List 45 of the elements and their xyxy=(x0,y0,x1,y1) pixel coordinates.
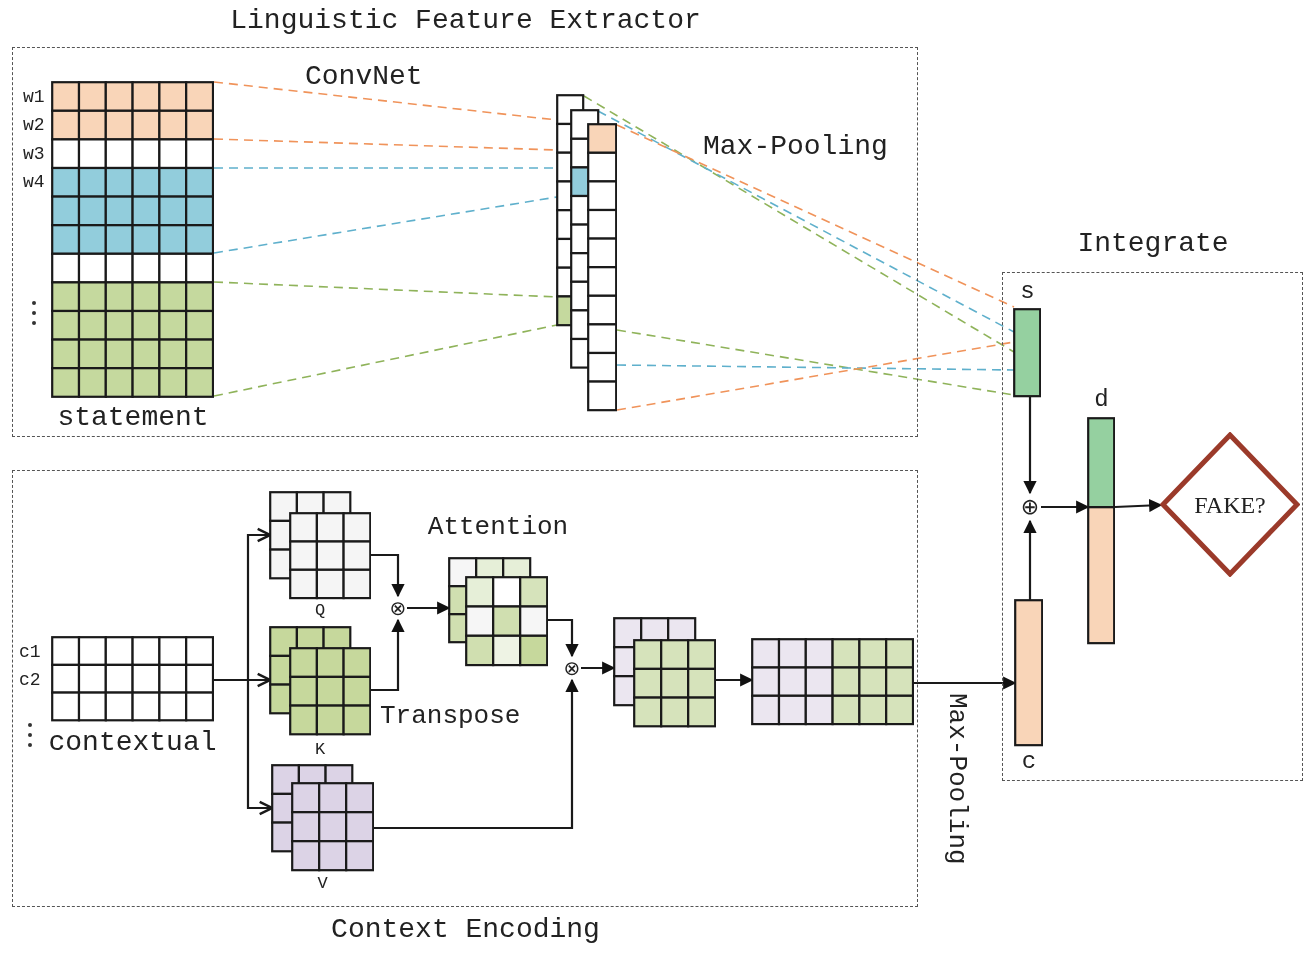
arrow xyxy=(1023,519,1037,600)
arrow xyxy=(407,601,451,615)
row-label: w1 xyxy=(23,88,45,106)
arrow xyxy=(1023,397,1037,495)
dashed-projection-line xyxy=(616,124,1015,308)
edge-label: Max-Pooling xyxy=(944,693,970,865)
operator-symbol: ⊗ xyxy=(389,596,407,620)
dashed-projection-line xyxy=(213,196,558,254)
row-label: w2 xyxy=(23,116,45,134)
arrow xyxy=(913,676,1017,690)
matrix-label: K xyxy=(314,741,326,758)
group-title: Integrate xyxy=(1077,230,1229,258)
matrix-label: contextual xyxy=(48,729,217,757)
arrow xyxy=(370,618,405,692)
row-label: w3 xyxy=(23,145,45,163)
arrow xyxy=(1041,500,1090,514)
dashed-projection-line xyxy=(616,364,1015,371)
matrix-label: V xyxy=(317,875,328,892)
matrix-label: Attention xyxy=(427,514,569,540)
arrow xyxy=(213,678,274,816)
row-label: w4 xyxy=(23,173,45,191)
arrow xyxy=(1114,498,1163,513)
arrow xyxy=(581,661,616,675)
group-title: Context Encoding xyxy=(331,916,600,944)
arrow xyxy=(370,553,405,598)
row-label: c1 xyxy=(19,643,41,661)
matrix-label: d xyxy=(1094,388,1109,412)
dashed-projection-line xyxy=(213,324,558,397)
operator-symbol: ⊕ xyxy=(1019,493,1041,521)
matrix-label: s xyxy=(1020,280,1035,304)
arrow xyxy=(547,618,579,658)
group-title: Linguistic Feature Extractor xyxy=(230,7,701,35)
decision-label: FAKE? xyxy=(1194,492,1266,517)
annotation-label: ConvNet xyxy=(305,63,423,91)
annotation-label: Transpose xyxy=(380,703,521,729)
annotation-label: Max-Pooling xyxy=(703,133,888,161)
dashed-projection-line xyxy=(583,95,1015,353)
arrow xyxy=(716,673,754,687)
arrow xyxy=(373,678,579,830)
dashed-projection-line xyxy=(597,110,1015,333)
operator-symbol: ⊗ xyxy=(563,656,581,680)
matrix-label: Q xyxy=(314,602,326,619)
row-label: c2 xyxy=(19,671,41,689)
matrix-label: statement xyxy=(57,404,209,432)
matrix-label: c xyxy=(1021,750,1037,774)
